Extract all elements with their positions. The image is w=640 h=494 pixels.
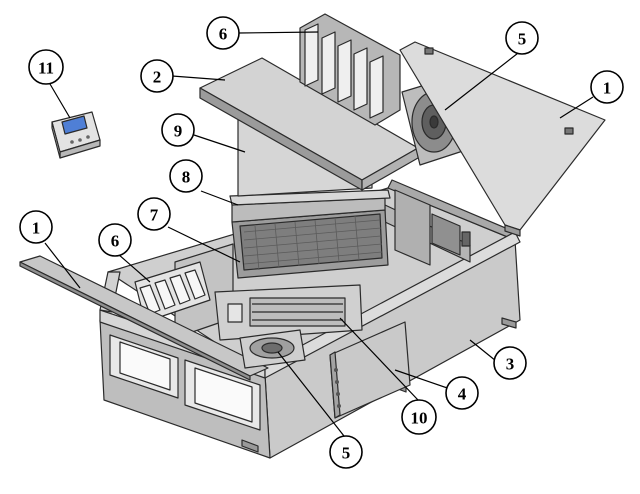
callout-7: 7 bbox=[137, 197, 171, 231]
right-compartment-valve bbox=[461, 231, 471, 247]
callout-8: 8 bbox=[169, 159, 203, 193]
heat-exchanger bbox=[231, 197, 389, 279]
right-compartment-wall bbox=[394, 189, 431, 266]
housing-foot-1 bbox=[241, 439, 259, 453]
filter-top bbox=[299, 13, 401, 126]
housing-right-rim bbox=[264, 231, 521, 379]
leader-10 bbox=[339, 317, 419, 401]
leader-4 bbox=[394, 369, 457, 392]
access-panel bbox=[329, 321, 411, 419]
callout-6-left: 6 bbox=[98, 223, 132, 257]
filter-left bbox=[134, 261, 211, 323]
callout-1-right: 1 bbox=[590, 70, 624, 104]
controller-screen bbox=[61, 115, 88, 135]
callout-11: 11 bbox=[28, 49, 64, 85]
callout-4-label: 4 bbox=[458, 385, 467, 404]
callout-10-label: 10 bbox=[411, 409, 428, 428]
callout-6-left-label: 6 bbox=[111, 232, 120, 251]
duct-port-left bbox=[109, 334, 179, 399]
control-switch bbox=[227, 303, 243, 323]
leader-7 bbox=[167, 226, 241, 263]
leader-1-left bbox=[44, 242, 81, 289]
callout-1-left: 1 bbox=[19, 210, 53, 244]
lid-right-hinge-2 bbox=[564, 127, 574, 135]
callout-10: 10 bbox=[401, 399, 437, 435]
duct-port-right bbox=[184, 359, 261, 431]
fan-bottom bbox=[239, 329, 306, 369]
leader-2 bbox=[171, 75, 226, 81]
leader-3 bbox=[469, 339, 497, 362]
leader-11 bbox=[49, 83, 71, 119]
leader-8 bbox=[200, 190, 239, 206]
leader-9 bbox=[193, 134, 246, 153]
callout-1-left-label: 1 bbox=[32, 219, 41, 238]
callout-5-bottom-label: 5 bbox=[342, 444, 351, 463]
callout-3-label: 3 bbox=[506, 355, 515, 374]
callout-7-label: 7 bbox=[150, 206, 159, 225]
callout-5-top-label: 5 bbox=[518, 30, 527, 49]
leader-5-top bbox=[444, 49, 523, 111]
right-compartment-panel bbox=[431, 213, 461, 256]
leader-5-bottom bbox=[277, 351, 345, 437]
leader-lines bbox=[44, 31, 594, 437]
callout-9: 9 bbox=[161, 113, 195, 147]
callout-2: 2 bbox=[140, 59, 174, 93]
remote-controller bbox=[51, 111, 101, 159]
leader-1-right bbox=[559, 96, 594, 119]
leader-6-left bbox=[117, 253, 151, 283]
callout-6-top: 6 bbox=[206, 16, 240, 50]
callout-6-top-label: 6 bbox=[219, 25, 228, 44]
controls-block bbox=[214, 284, 363, 341]
housing-foot-3 bbox=[501, 317, 517, 329]
callout-5-top: 5 bbox=[505, 21, 539, 55]
lid-right bbox=[399, 41, 606, 237]
callout-4: 4 bbox=[445, 376, 479, 410]
callout-1-right-label: 1 bbox=[603, 79, 612, 98]
callout-11-label: 11 bbox=[38, 59, 54, 78]
lid-left bbox=[19, 255, 269, 381]
callout-3: 3 bbox=[493, 346, 527, 380]
leader-6-top bbox=[238, 31, 319, 34]
callout-8-label: 8 bbox=[182, 168, 191, 187]
lid-right-hinge-1 bbox=[424, 47, 434, 55]
callout-9-label: 9 bbox=[174, 122, 183, 141]
callout-2-label: 2 bbox=[153, 68, 162, 87]
callout-5-bottom: 5 bbox=[329, 435, 363, 469]
